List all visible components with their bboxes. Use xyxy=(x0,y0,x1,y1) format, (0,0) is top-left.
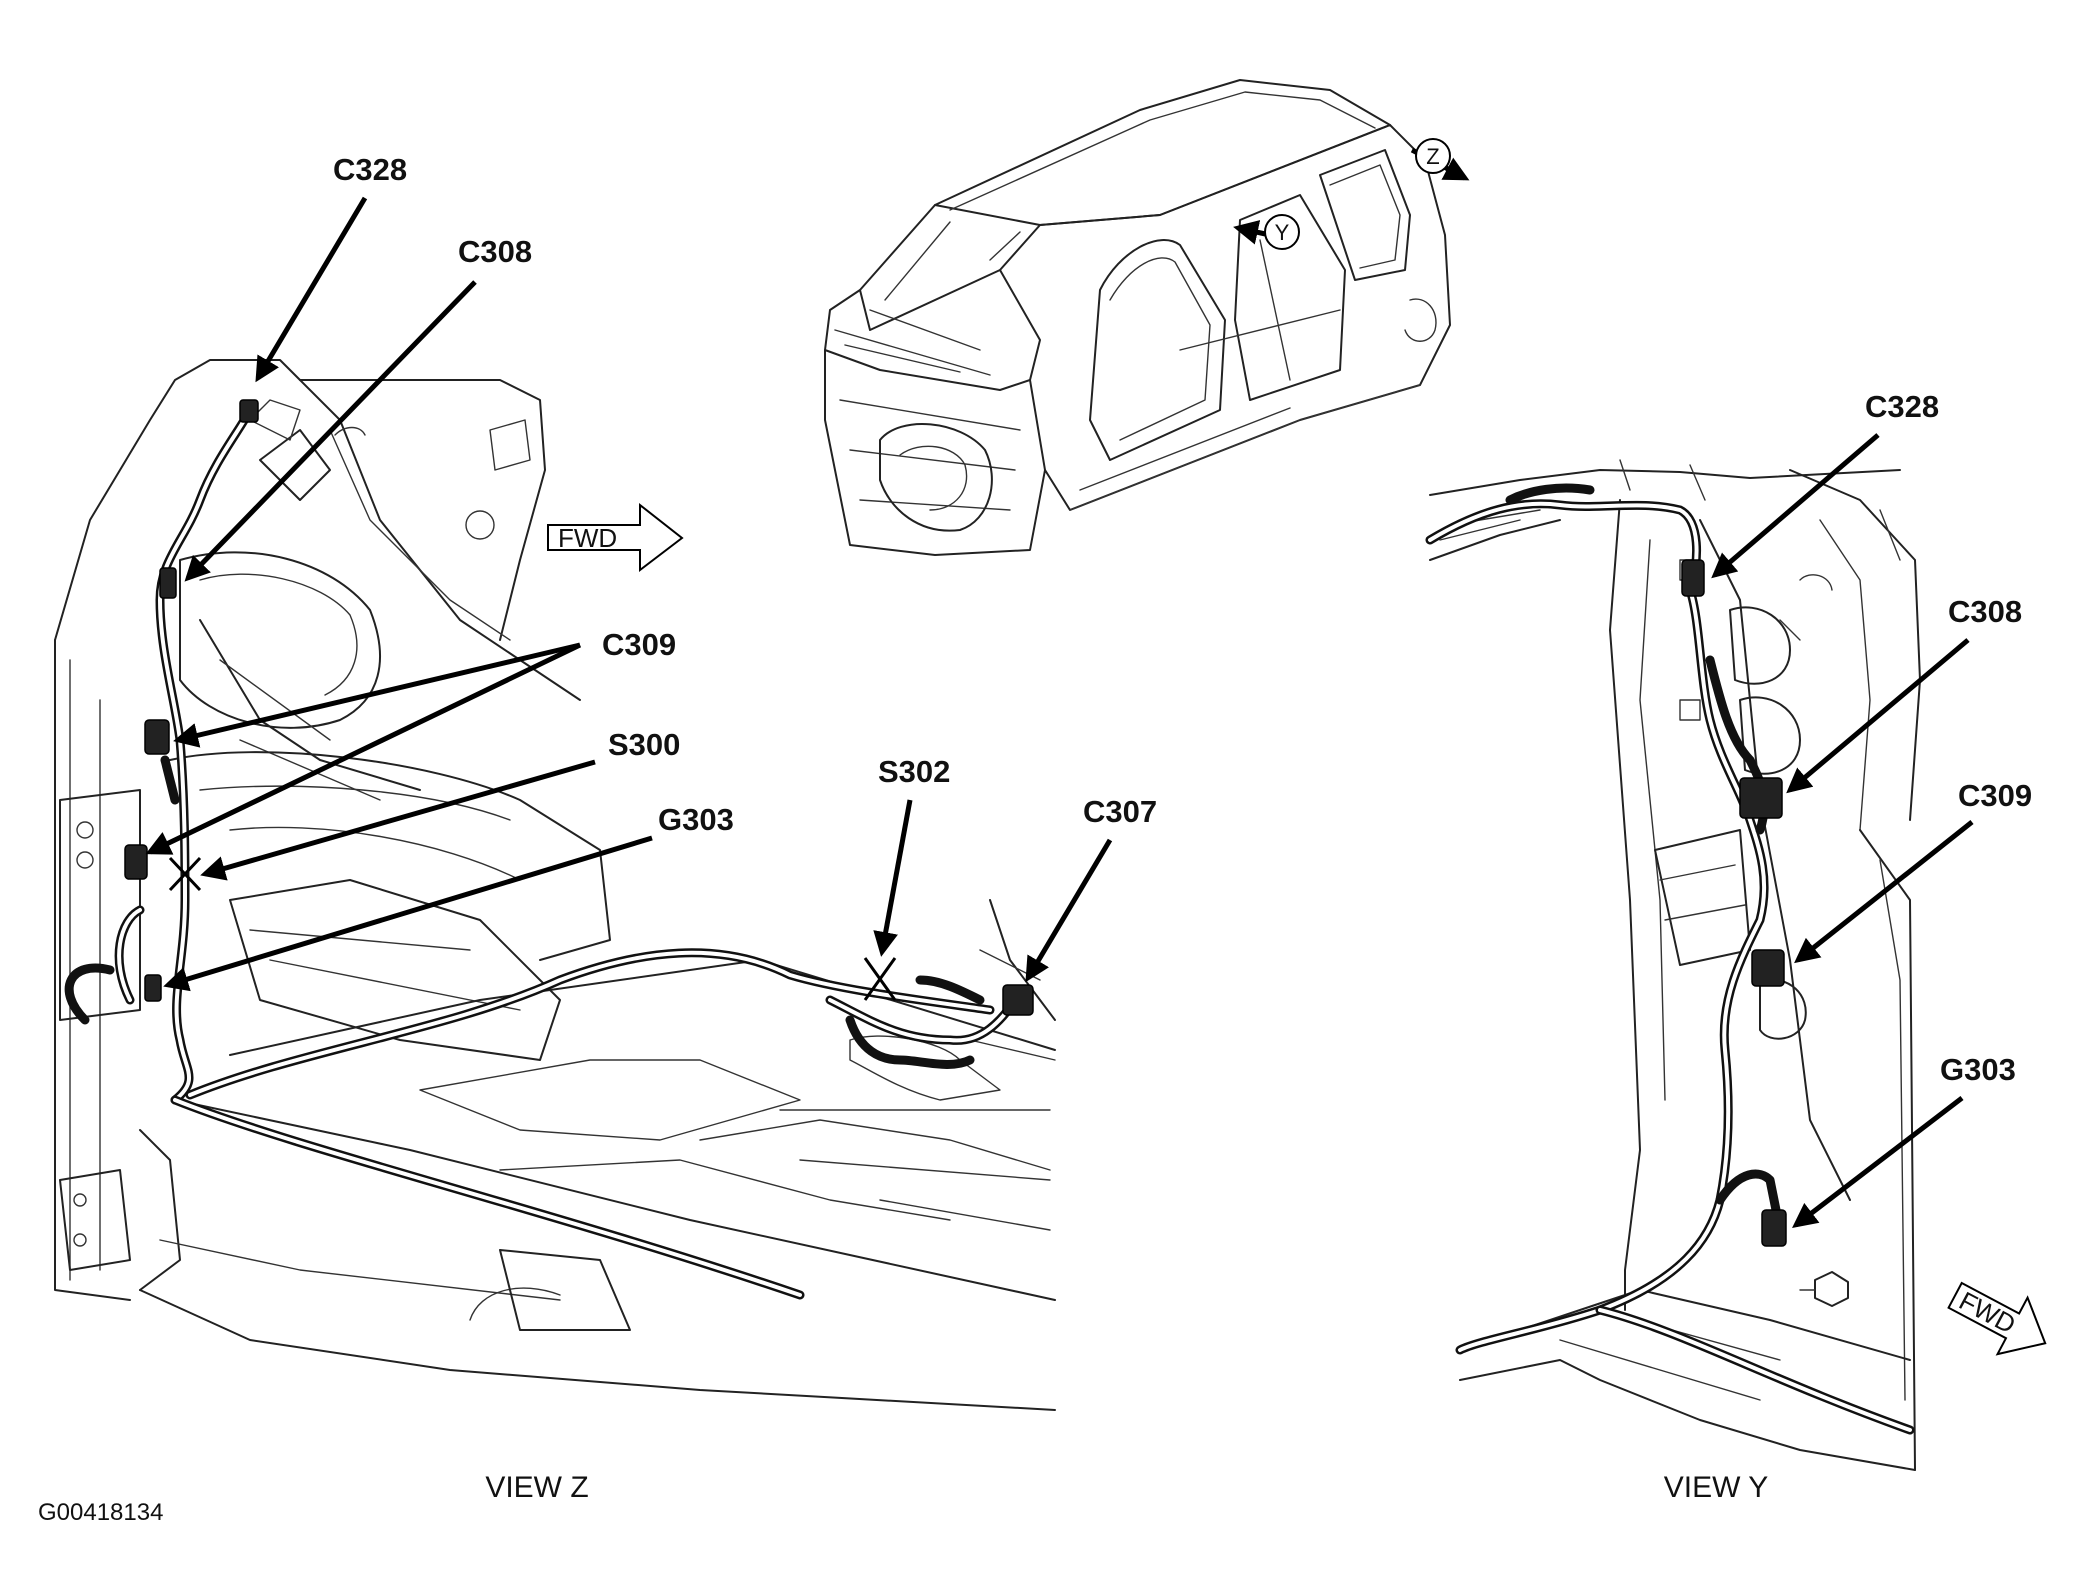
view-y-callouts: C328 C308 C309 G303 xyxy=(1711,389,2032,1229)
callout-c308-view-z: C308 xyxy=(458,234,532,269)
callout-c328-view-y: C328 xyxy=(1865,389,1939,424)
g303-ground-view-y xyxy=(1761,1209,1787,1247)
c308-connector-view-y xyxy=(1739,777,1783,819)
callout-s302-view-z: S302 xyxy=(878,754,950,789)
s302-splice xyxy=(863,957,897,1001)
vehicle-overview: Z Y xyxy=(824,79,1470,556)
view-marker-y-label: Y xyxy=(1275,220,1290,245)
ground-bolt xyxy=(1814,1271,1849,1307)
c309-connector-lower xyxy=(124,844,148,880)
s300-splice xyxy=(168,856,202,892)
fwd-arrow-view-y: FWD xyxy=(1947,1281,2047,1356)
callout-g303-view-z: G303 xyxy=(658,802,734,837)
c309-connector-upper xyxy=(144,719,170,755)
view-z-caption: VIEW Z xyxy=(485,1471,588,1504)
fwd-label-view-y: FWD xyxy=(1954,1285,2020,1339)
callout-c308-view-y: C308 xyxy=(1948,594,2022,629)
view-y-caption: VIEW Y xyxy=(1664,1471,1768,1504)
view-z-callouts: C328 C308 C309 S300 G303 S302 C307 xyxy=(145,152,1157,992)
callout-c328-view-z: C328 xyxy=(333,152,407,187)
fwd-arrow-view-z: FWD xyxy=(547,502,684,573)
fwd-label-view-z: FWD xyxy=(558,523,617,553)
view-y-illustration: FWD xyxy=(1425,459,2047,1471)
callout-g303-view-y: G303 xyxy=(1940,1052,2016,1087)
figure-id: G00418134 xyxy=(38,1499,163,1526)
view-marker-z-label: Z xyxy=(1426,144,1439,169)
g303-ground xyxy=(144,974,162,1002)
c328-connector-view-y xyxy=(1681,559,1705,597)
callout-c309-view-z: C309 xyxy=(602,627,676,662)
callout-c309-view-y: C309 xyxy=(1958,778,2032,813)
c308-connector xyxy=(159,567,177,599)
callout-s300-view-z: S300 xyxy=(608,727,680,762)
view-z-illustration: FWD xyxy=(54,359,1056,1411)
callout-c307-view-z: C307 xyxy=(1083,794,1157,829)
view-marker-y: Y xyxy=(1233,214,1300,250)
c309-connector-view-y xyxy=(1751,949,1785,987)
c328-connector xyxy=(239,399,259,423)
view-marker-z: Z xyxy=(1410,138,1470,181)
c307-connector xyxy=(1002,984,1034,1016)
